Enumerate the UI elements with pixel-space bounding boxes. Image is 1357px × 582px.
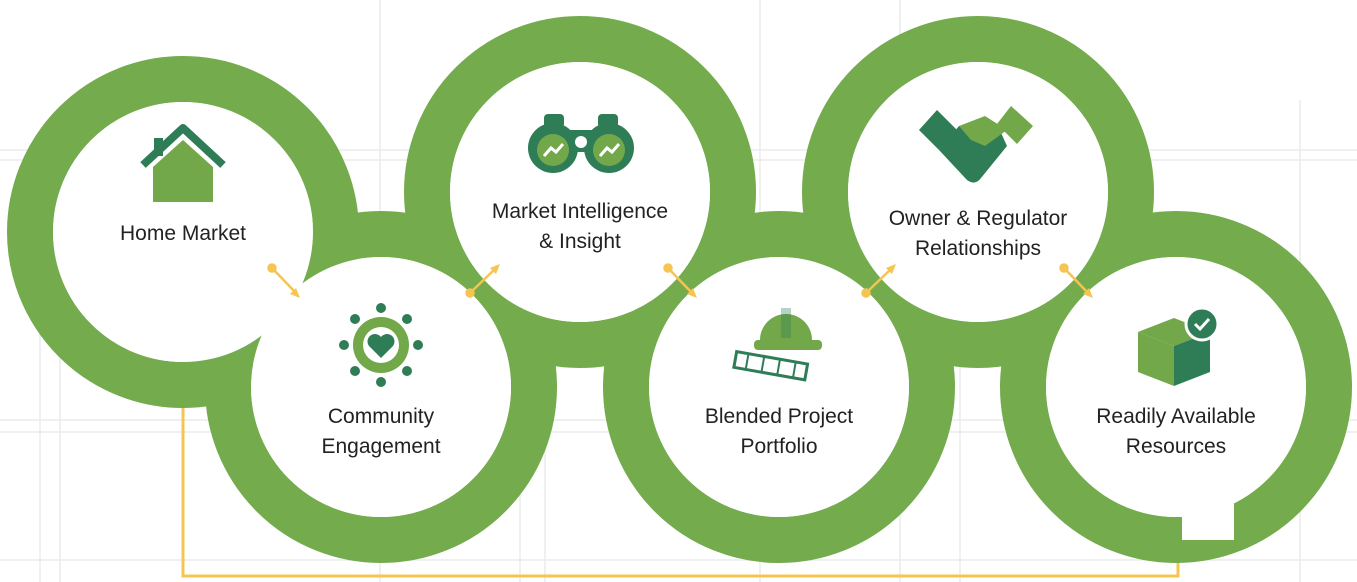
label-home-market: Home Market — [83, 219, 283, 249]
label-owner-regulator: Owner & Regulator Relationships — [858, 204, 1098, 264]
arrow-4-to-5 — [861, 264, 896, 298]
label-owner-regulator-line-1: Owner & Regulator — [888, 207, 1068, 230]
checked-box-icon — [1138, 306, 1220, 386]
ring-community-engagement — [205, 211, 557, 563]
label-blended-project-portfolio-line-2: Portfolio — [740, 435, 818, 458]
label-blended-project-portfolio-line-1: Blended Project — [704, 405, 854, 428]
label-community-engagement-line-1: Community — [327, 405, 435, 428]
house-icon — [140, 124, 226, 202]
label-market-intelligence: Market Intelligence & Insight — [460, 197, 700, 257]
binoculars-icon — [528, 114, 634, 173]
arrow-2-to-3 — [465, 264, 500, 298]
label-market-intelligence-line-1: Market Intelligence — [491, 200, 669, 223]
arrow-3-to-4 — [663, 263, 697, 298]
label-community-engagement: Community Engagement — [281, 402, 481, 462]
handshake-icon — [919, 106, 1033, 183]
ring-market-intelligence — [404, 16, 756, 368]
ring-owner-regulator — [802, 16, 1154, 368]
hard-hat-plans-icon — [732, 308, 822, 382]
arrow-1-to-2 — [267, 263, 300, 298]
ring-blended-project-portfolio — [603, 211, 955, 563]
label-readily-available-resources-line-1: Readily Available — [1096, 405, 1256, 428]
label-readily-available-resources-line-2: Resources — [1125, 435, 1227, 458]
label-owner-regulator-line-2: Relationships — [914, 237, 1042, 260]
label-readily-available-resources: Readily Available Resources — [1056, 402, 1296, 462]
label-home-market-line-1: Home Market — [119, 222, 247, 245]
label-blended-project-portfolio: Blended Project Portfolio — [669, 402, 889, 462]
label-community-engagement-line-2: Engagement — [321, 435, 441, 458]
label-market-intelligence-line-2: & Insight — [539, 230, 621, 253]
community-heart-icon — [339, 303, 423, 387]
step-arrows — [267, 263, 1093, 298]
arrow-5-to-6 — [1059, 263, 1093, 298]
